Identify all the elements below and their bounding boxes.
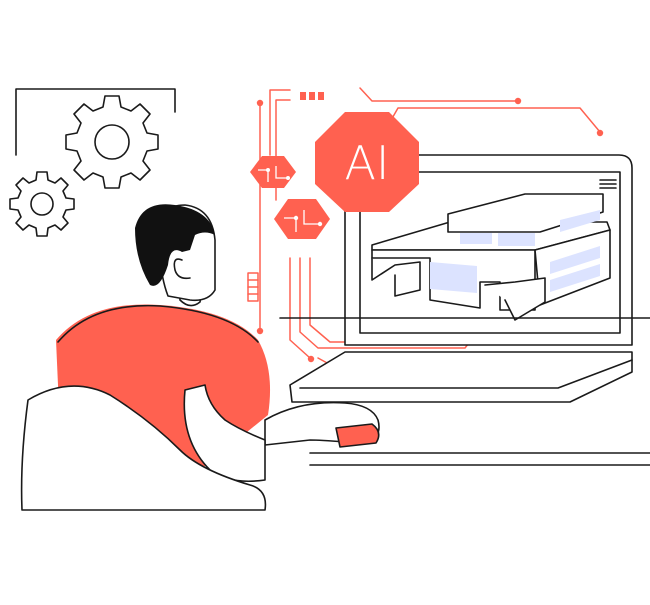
- building-model: [371, 193, 611, 321]
- circuit-traces: [247, 87, 604, 374]
- ai-badge-label: AI: [344, 136, 389, 190]
- gear-icon: [9, 171, 75, 237]
- ai-badge: AI: [315, 112, 419, 212]
- gear-icon: [65, 95, 159, 189]
- menu-icon: [599, 179, 617, 189]
- chip-icon: [274, 199, 330, 239]
- desk: [279, 317, 650, 466]
- corner-frame: [15, 88, 176, 156]
- chip-icon: [250, 156, 296, 188]
- person: [20, 204, 380, 511]
